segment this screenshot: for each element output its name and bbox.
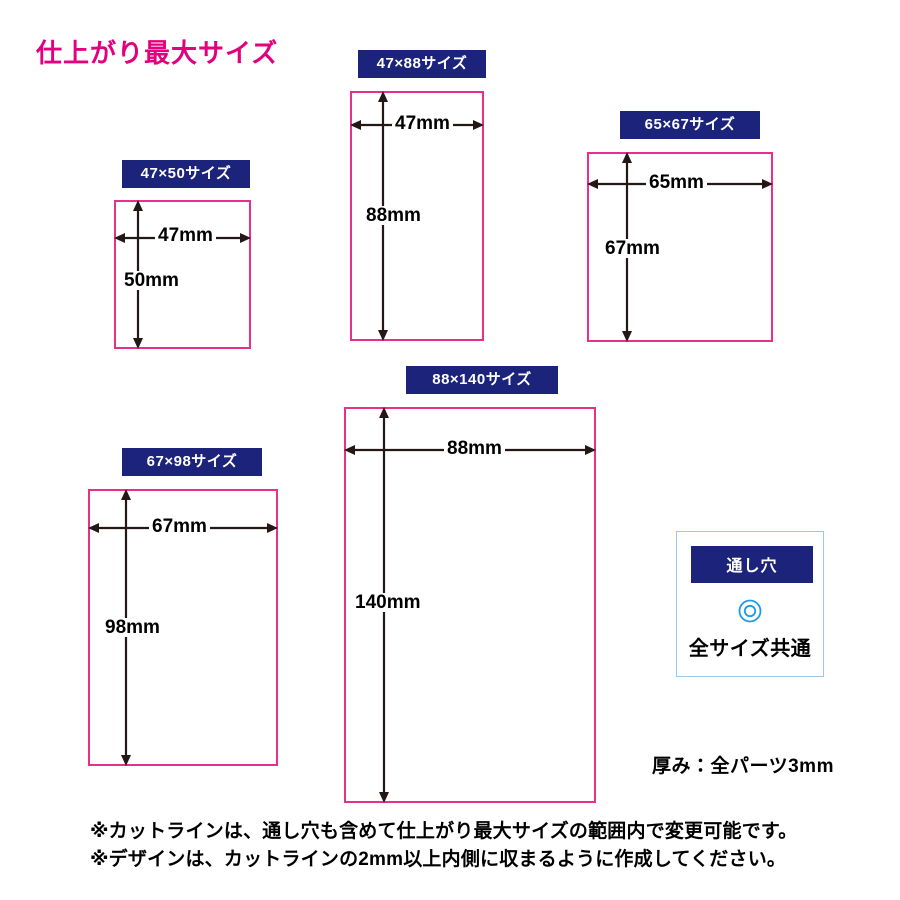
dimension-label-height-88x140: 140mm: [352, 593, 424, 612]
dimension-label-width-47x88: 47mm: [392, 114, 453, 133]
double-circle-icon: [737, 598, 763, 629]
size-badge-88x140: 88×140サイズ: [406, 366, 558, 394]
footer-note-2: ※デザインは、カットラインの2mm以上内側に収まるように作成してください。: [90, 848, 787, 870]
dimension-label-height-67x98: 98mm: [102, 618, 163, 637]
footer-notes: ※カットラインは、通し穴も含めて仕上がり最大サイズの範囲内で変更可能です。 ※デ…: [90, 818, 797, 873]
dimension-label-height-47x88: 88mm: [363, 206, 424, 225]
through-hole-caption: 全サイズ共通: [688, 638, 812, 660]
size-badge-65x67: 65×67サイズ: [620, 111, 760, 139]
dimension-label-height-65x67: 67mm: [602, 239, 663, 258]
footer-note-1: ※カットラインは、通し穴も含めて仕上がり最大サイズの範囲内で変更可能です。: [90, 821, 798, 842]
dimension-label-height-47x50: 50mm: [121, 271, 182, 290]
dimension-label-width-67x98: 67mm: [149, 517, 210, 536]
size-badge-47x88: 47×88サイズ: [358, 50, 486, 78]
through-hole-card: 通し穴 全サイズ共通: [676, 531, 824, 677]
page-title: 仕上がり最大サイズ: [36, 38, 279, 68]
dimension-label-width-88x140: 88mm: [444, 439, 505, 458]
through-hole-badge: 通し穴: [691, 546, 813, 583]
size-badge-47x50: 47×50サイズ: [122, 160, 250, 188]
dimension-label-width-65x67: 65mm: [646, 173, 707, 192]
size-badge-67x98: 67×98サイズ: [122, 448, 262, 476]
dimension-label-width-47x50: 47mm: [155, 226, 216, 245]
thickness-note: 厚み：全パーツ3mm: [652, 756, 834, 777]
